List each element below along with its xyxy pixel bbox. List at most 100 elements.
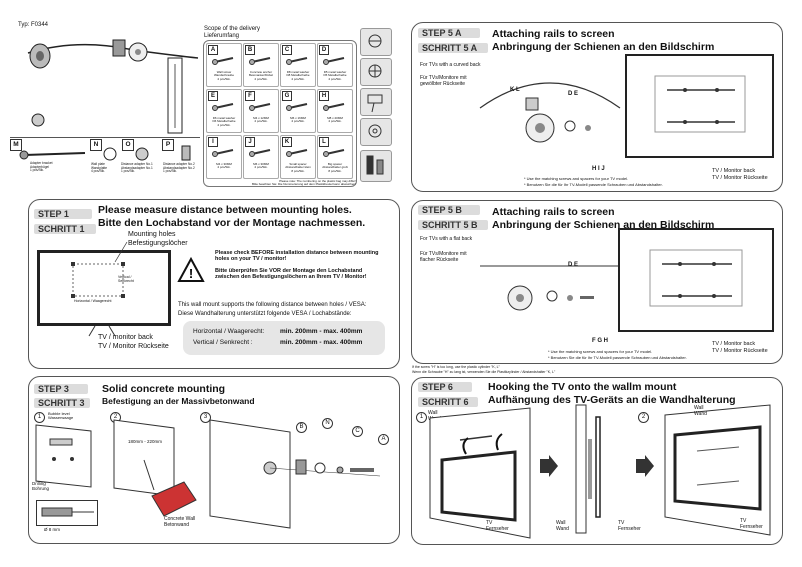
vesa-horizontal-value: min. 200mm - max. 400mm bbox=[280, 328, 363, 335]
scope-item-letter: A bbox=[208, 45, 218, 55]
arrow-right-icon-2 bbox=[636, 455, 654, 477]
scope-item-letter: F bbox=[245, 91, 255, 101]
vesa-support-text-de: Diese Wandhalterung unterstützt folgende… bbox=[178, 311, 352, 317]
scope-item-part-icon bbox=[323, 103, 345, 111]
scope-item-text: D6 metal washer D6 Metallscheibe 4 pcs/S… bbox=[212, 116, 236, 127]
part-desc-n: Wall plate Wandplatte 4 pcs/Stk. bbox=[91, 162, 108, 174]
step6-tv-label-1: TV Fernseher bbox=[486, 520, 509, 532]
arrow-right-icon bbox=[540, 455, 558, 477]
scope-item-text: D5 metal washer D5 Metallscheibe 4 pcs/S… bbox=[323, 70, 347, 81]
diameter-label: Ø 8 mm bbox=[44, 527, 61, 532]
step3-label-de: SCHRITT 3 bbox=[34, 398, 90, 408]
step5b-note: * Use the matching screws and spacers fo… bbox=[548, 349, 653, 354]
scope-item-letter: E bbox=[208, 91, 218, 101]
scope-item-part-icon bbox=[212, 149, 234, 157]
step3-part-c: C bbox=[352, 426, 363, 437]
scope-item-letter: H bbox=[319, 91, 329, 101]
vertical-label: Vertical / Senkrecht bbox=[118, 275, 134, 283]
product-drawing bbox=[27, 39, 199, 134]
step6-side-wall-label: Wall Wand bbox=[556, 520, 569, 532]
step5a-label: STEP 5 A bbox=[418, 28, 480, 38]
warning-text: Please check BEFORE installation distanc… bbox=[215, 250, 379, 263]
part-label-o: O bbox=[122, 139, 134, 151]
concrete-wall-label: Concrete Wall Betonwand bbox=[164, 516, 196, 528]
step6-tv-label-2: TV Fernseher bbox=[740, 518, 763, 530]
scope-note: Please note: The numbering on the plasti… bbox=[251, 179, 356, 187]
scope-item-d: D D5 metal washer D5 Metallscheibe 4 pcs/… bbox=[317, 43, 353, 87]
tool-box-2 bbox=[360, 58, 392, 86]
scope-item-text: M4 x 12MM 4 pcs/Stk. bbox=[253, 116, 269, 124]
step5a-for-label-de: Für TVs/Monitore mit gewölbter Rückseite bbox=[420, 75, 467, 87]
step3-wall-2 bbox=[113, 419, 197, 517]
step6-title: Hooking the TV onto the wallm mount bbox=[488, 381, 677, 393]
warning-icon: ! bbox=[177, 256, 205, 282]
step6-diagram-1 bbox=[429, 407, 531, 539]
step5b-rails bbox=[649, 249, 743, 307]
step5b-footnote: If the screw "H" is too long, use the pl… bbox=[412, 365, 500, 369]
scope-item-letter: C bbox=[282, 45, 292, 55]
step1-title-de: Bitte den Lochabstand vor der Montage na… bbox=[98, 217, 366, 229]
step3-part-b: B bbox=[296, 422, 307, 433]
scope-item-part-icon bbox=[323, 149, 345, 157]
scope-item-letter: I bbox=[208, 137, 218, 147]
scope-item-part-icon bbox=[286, 57, 308, 65]
step1-tv-label: TV / monitor back bbox=[98, 334, 153, 341]
scope-item-text: M4 x 30MM 4 pcs/Stk. bbox=[216, 162, 232, 170]
step5a-title: Attaching rails to screen bbox=[492, 28, 615, 40]
vesa-support-text: This wall mount supports the following d… bbox=[178, 302, 367, 308]
step5b-parts-top: D E bbox=[568, 262, 579, 268]
horizontal-label: Horizontal / Waagerecht bbox=[74, 299, 112, 303]
scope-item-i: I M4 x 30MM 4 pcs/Stk. bbox=[206, 135, 242, 179]
tool-icons bbox=[366, 34, 384, 175]
part-desc-m: Adapter bracket Adapterbügel 1 pcs/Stk. bbox=[30, 161, 53, 173]
step5b-for-label-de: Für TVs/Monitore mit flacher Rückseite bbox=[420, 251, 467, 263]
scope-item-letter: G bbox=[282, 91, 292, 101]
step6-num-1: 1 bbox=[416, 412, 427, 423]
step5a-note: * Use the matching screws and spacers fo… bbox=[524, 176, 629, 181]
step6-side-view bbox=[575, 404, 601, 534]
step5b-label: STEP 5 B bbox=[418, 205, 480, 215]
step5a-tv-back bbox=[625, 54, 774, 158]
step3-title-de: Befestigung an der Massivbetonwand bbox=[102, 396, 255, 406]
scope-item-letter: K bbox=[282, 137, 292, 147]
step3-wall-1 bbox=[35, 424, 92, 488]
step5a-parts-bottom: H I J bbox=[592, 166, 605, 172]
part-desc-o: Distance adapter No.1 Abstandsadapter No… bbox=[121, 162, 153, 174]
mounting-holes-label: Mounting holes bbox=[128, 231, 176, 238]
step5a-rails bbox=[654, 75, 746, 133]
scope-item-part-icon bbox=[212, 103, 234, 111]
step5a-tv-label-de: TV / Monitor Rückseite bbox=[712, 175, 768, 181]
parts-mnop-drawing bbox=[19, 145, 191, 161]
scope-item-e: E D6 metal washer D6 Metallscheibe 4 pcs/… bbox=[206, 89, 242, 133]
tool-box-1 bbox=[360, 28, 392, 56]
vesa-box bbox=[183, 321, 385, 355]
step1-title: Please measure distance between mounting… bbox=[98, 204, 352, 216]
step5b-title: Attaching rails to screen bbox=[492, 206, 615, 218]
step5b-tv-label: TV / Monitor back bbox=[712, 341, 756, 347]
scope-item-letter: D bbox=[319, 45, 329, 55]
scope-item-part-icon bbox=[249, 149, 271, 157]
scope-item-part-icon bbox=[249, 103, 271, 111]
step1-holes-drawing bbox=[71, 241, 128, 337]
part-label-p: P bbox=[162, 139, 174, 151]
scope-item-letter: L bbox=[319, 137, 329, 147]
step1-label: STEP 1 bbox=[34, 209, 92, 219]
scope-item-letter: B bbox=[245, 45, 255, 55]
step3-label: STEP 3 bbox=[34, 384, 88, 394]
scope-item-part-icon bbox=[286, 103, 308, 111]
step6-title-de: Aufhängung des TV-Geräts an die Wandhalt… bbox=[488, 394, 736, 406]
step5a-curved-back bbox=[479, 82, 621, 143]
step5a-title-de: Anbringung der Schienen an den Bildschir… bbox=[492, 41, 715, 53]
scope-item-part-icon bbox=[286, 149, 308, 157]
hole-distance-label: 180mm - 220mm bbox=[128, 439, 163, 444]
tool-box-4 bbox=[360, 118, 392, 146]
part-desc-p: Distance adapter No.2 Abstandsadapter No… bbox=[163, 162, 195, 174]
scope-subtitle: Lieferumfang bbox=[204, 33, 240, 39]
warning-text-de: Bitte überprüfen Sie VOR der Montage den… bbox=[215, 268, 367, 281]
scope-item-text: M8 x 20MM 4 pcs/Stk. bbox=[327, 116, 343, 124]
